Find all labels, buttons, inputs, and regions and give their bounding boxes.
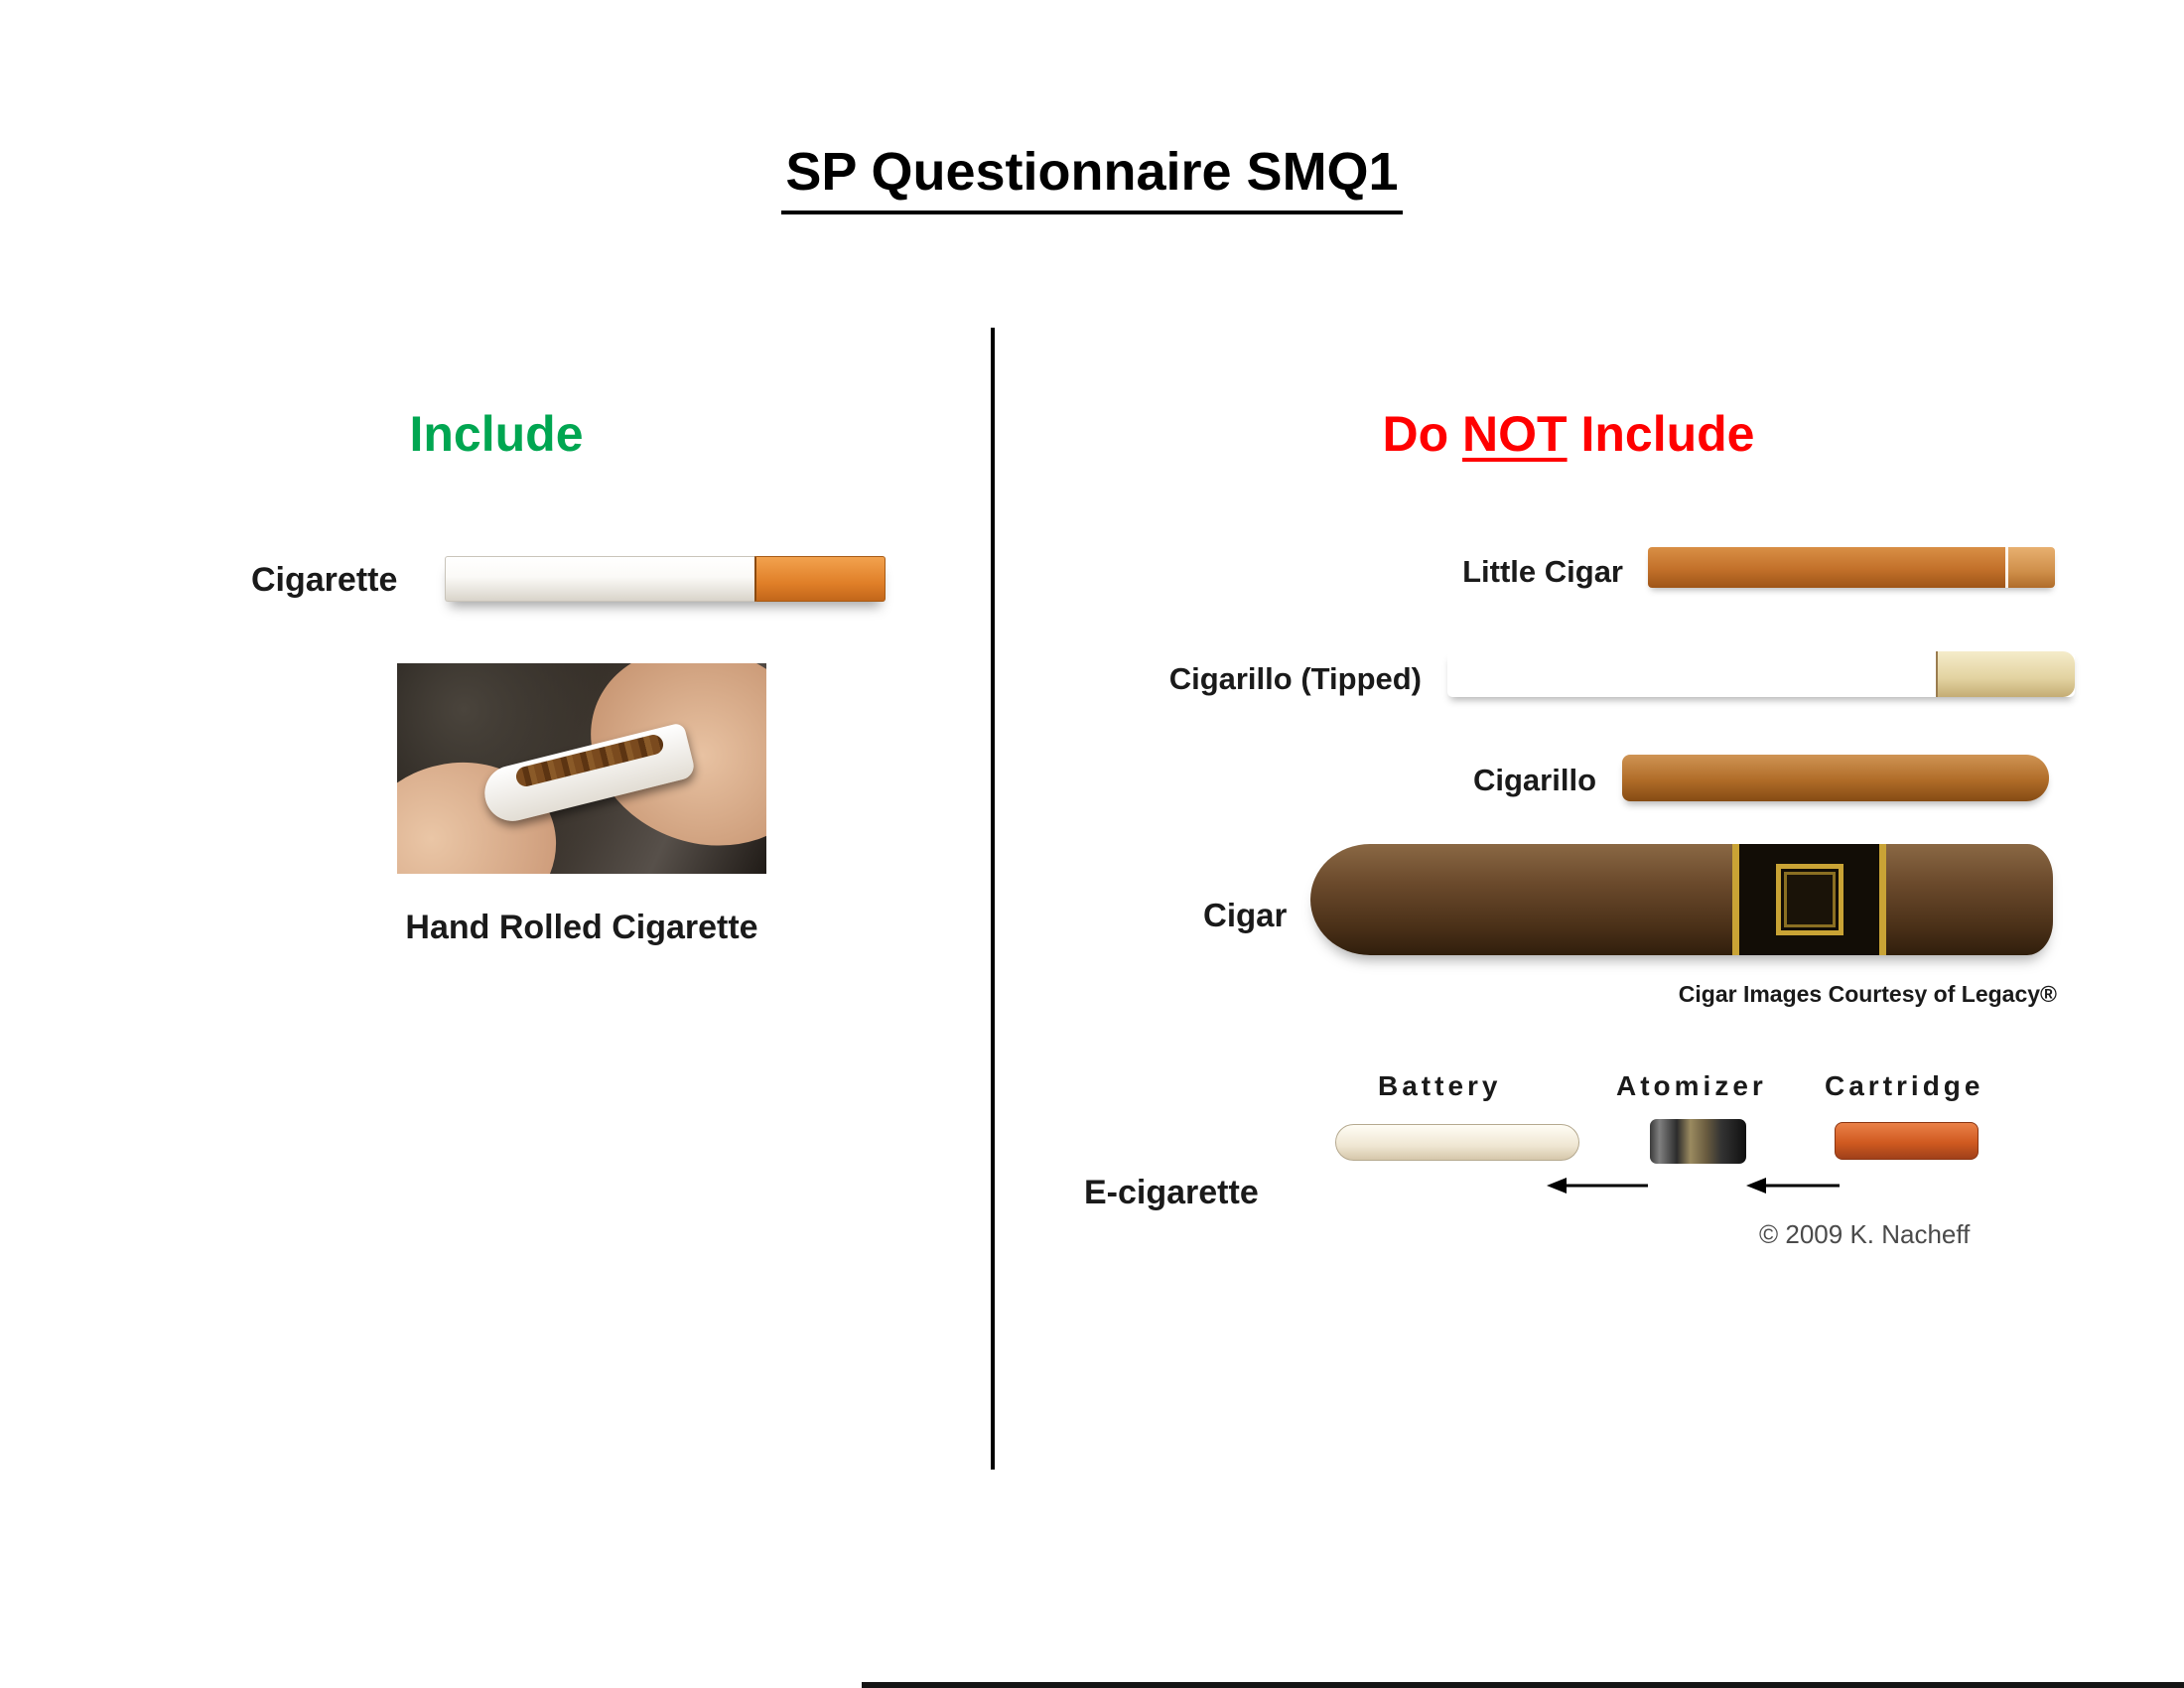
cigar-band-emblem xyxy=(1775,864,1843,935)
cigarillo-tipped-mouthpiece xyxy=(1936,651,2075,697)
hand-rolled-cigarette-label: Hand Rolled Cigarette xyxy=(405,909,758,946)
page-title: SP Questionnaire SMQ1 xyxy=(781,141,1403,214)
cigarillo-tipped-label: Cigarillo (Tipped) xyxy=(1168,661,1422,696)
cigarillo-image xyxy=(1622,755,2049,801)
arrow-left-icon xyxy=(1740,1175,1842,1196)
copyright-text: © 2009 K. Nacheff xyxy=(1759,1219,1971,1249)
cigarillo-label: Cigarillo xyxy=(1472,763,1596,797)
atomizer-label: Atomizer xyxy=(1616,1070,1767,1101)
cigarillo-tipped-body xyxy=(1447,651,1936,697)
cigar-label: Cigar xyxy=(1203,897,1288,933)
ecig-battery-image xyxy=(1335,1124,1579,1161)
cigarette-paper-body xyxy=(445,556,754,602)
cigar-image xyxy=(1310,844,2053,955)
little-cigar-body xyxy=(1648,547,2005,588)
ecig-cartridge-image xyxy=(1835,1122,1979,1160)
page-bottom-edge-line xyxy=(862,1682,2184,1688)
battery-label: Battery xyxy=(1378,1070,1502,1101)
heading-word-not: NOT xyxy=(1462,406,1568,462)
cigar-band xyxy=(1732,844,1886,955)
page-title-row: SP Questionnaire SMQ1 xyxy=(0,141,2184,214)
column-divider-line xyxy=(991,328,995,1470)
cigarillo-tipped-image xyxy=(1447,651,2075,697)
heading-word-include: Include xyxy=(1567,406,1755,462)
little-cigar-image xyxy=(1648,547,2055,588)
cigar-image-credit: Cigar Images Courtesy of Legacy® xyxy=(1678,981,2057,1007)
arrow-left-icon xyxy=(1541,1175,1650,1196)
heading-word-do: Do xyxy=(1382,406,1463,462)
little-cigar-filter-end xyxy=(2005,547,2055,588)
cigarette-filter-tip xyxy=(754,556,886,602)
cartridge-label: Cartridge xyxy=(1825,1070,1984,1101)
hand-rolling-photo xyxy=(397,663,766,874)
do-not-include-heading: Do NOT Include xyxy=(993,405,2144,463)
include-heading: Include xyxy=(409,406,584,462)
little-cigar-label: Little Cigar xyxy=(1462,554,1623,589)
e-cigarette-label: E-cigarette xyxy=(1084,1174,1259,1211)
cigarette-label: Cigarette xyxy=(251,561,398,599)
ecig-atomizer-image xyxy=(1650,1119,1746,1164)
cigarette-image xyxy=(445,556,886,602)
